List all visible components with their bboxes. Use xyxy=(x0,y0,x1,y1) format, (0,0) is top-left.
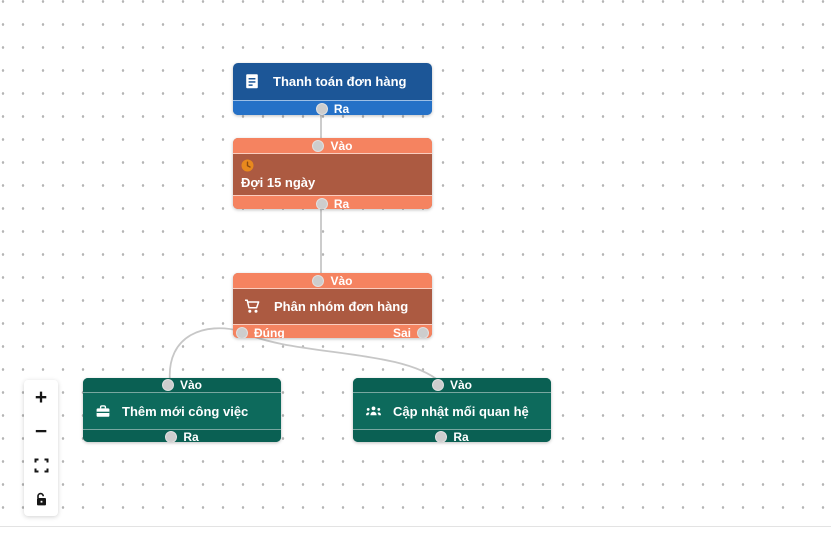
port-true-label: Đúng xyxy=(254,325,285,339)
briefcase-icon xyxy=(95,404,111,419)
node-them-moi-cong-viec[interactable]: Vào Thêm mới công việc Ra xyxy=(83,378,281,442)
port-bar-in: Vào xyxy=(233,273,432,289)
port-in-label: Vào xyxy=(449,378,472,392)
port-bar-in: Vào xyxy=(353,378,551,393)
clock-icon xyxy=(241,159,254,172)
group-icon xyxy=(365,404,382,418)
plus-icon: + xyxy=(34,385,48,409)
port-bar-out: Ra xyxy=(83,429,281,442)
port-in[interactable] xyxy=(161,379,174,391)
port-out[interactable] xyxy=(315,102,328,115)
port-in-label: Vào xyxy=(330,138,353,153)
port-in-label: Vào xyxy=(179,378,202,392)
port-out[interactable] xyxy=(315,197,328,209)
port-out[interactable] xyxy=(165,431,178,442)
port-bar-out: Ra xyxy=(233,195,432,209)
port-bar-in: Vào xyxy=(83,378,281,393)
port-out[interactable] xyxy=(435,431,448,442)
edge-condition-true-to-relation[interactable] xyxy=(239,330,441,383)
vertical-scrollbar[interactable] xyxy=(831,0,839,533)
cart-icon xyxy=(244,299,261,314)
flow-canvas[interactable]: Thanh toán đơn hàng Ra Vào Đợi 15 ngày xyxy=(0,0,831,526)
port-in-label: Vào xyxy=(330,273,353,288)
node-phan-nhom-don-hang[interactable]: Vào Phân nhóm đơn hàng Đúng Sai xyxy=(233,273,432,338)
node-title: Thêm mới công việc xyxy=(122,403,249,419)
minus-icon: − xyxy=(34,419,48,443)
receipt-icon xyxy=(244,73,260,90)
port-bar-out: Ra xyxy=(353,429,551,442)
node-cap-nhat-moi-quan-he[interactable]: Vào Cập nhật mối quan hệ Ra xyxy=(353,378,551,442)
unlock-icon xyxy=(34,492,48,507)
port-in[interactable] xyxy=(312,139,325,152)
port-out-label: Ra xyxy=(333,101,350,115)
fit-view-button[interactable] xyxy=(24,448,58,482)
port-true[interactable] xyxy=(236,326,248,338)
edge-condition-true-to-task[interactable] xyxy=(168,327,241,383)
node-title: Cập nhật mối quan hệ xyxy=(393,403,529,419)
zoom-out-button[interactable]: − xyxy=(24,414,58,448)
port-out-label: Ra xyxy=(183,430,199,442)
port-bar-out: Ra xyxy=(233,100,432,115)
zoom-in-button[interactable]: + xyxy=(24,380,58,414)
node-thanh-toan-don-hang[interactable]: Thanh toán đơn hàng Ra xyxy=(233,63,432,115)
fit-view-icon xyxy=(34,458,49,473)
node-doi-15-ngay[interactable]: Vào Đợi 15 ngày Ra xyxy=(233,138,432,209)
port-in[interactable] xyxy=(312,274,325,287)
port-bar-in: Vào xyxy=(233,138,432,154)
canvas-controls: + − xyxy=(24,380,58,516)
node-title: Phân nhóm đơn hàng xyxy=(274,299,409,314)
port-false-label: Sai xyxy=(392,325,411,339)
port-out-label: Ra xyxy=(333,196,350,210)
port-bar-outcomes: Đúng Sai xyxy=(233,324,432,338)
port-out-label: Ra xyxy=(453,430,469,442)
horizontal-scrollbar[interactable] xyxy=(0,526,839,534)
lock-toggle-button[interactable] xyxy=(24,482,58,516)
port-false[interactable] xyxy=(417,326,429,338)
port-in[interactable] xyxy=(431,379,444,391)
node-title: Thanh toán đơn hàng xyxy=(273,74,407,89)
node-title: Đợi 15 ngày xyxy=(241,175,316,190)
